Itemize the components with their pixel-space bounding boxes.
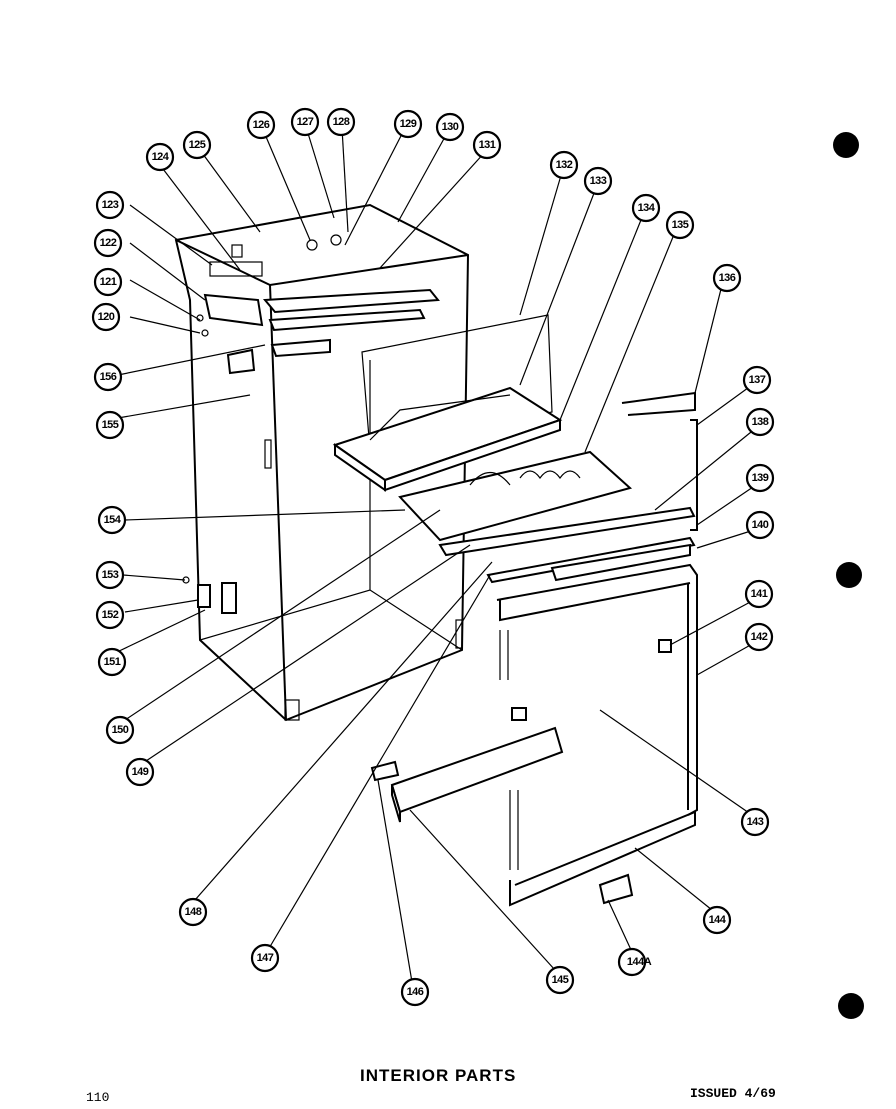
callout-label: 156 <box>100 371 117 383</box>
callout-132: 132 <box>549 150 579 180</box>
callout-155: 155 <box>95 410 125 440</box>
callout-124: 124 <box>145 142 175 172</box>
issued-date: ISSUED 4/69 <box>690 1086 776 1101</box>
callout-label: 130 <box>442 121 459 133</box>
callout-label: 131 <box>479 139 496 151</box>
callout-label: 138 <box>752 416 769 428</box>
page-number: 110 <box>86 1090 110 1105</box>
callout-126: 126 <box>246 110 276 140</box>
callout-142: 142 <box>744 622 774 652</box>
callout-129: 129 <box>393 109 423 139</box>
callout-label: 142 <box>751 631 768 643</box>
callout-label: 140 <box>752 519 769 531</box>
callout-148: 149 <box>125 757 155 787</box>
callout-120: 120 <box>91 302 121 332</box>
callout-147: 147 <box>250 943 280 973</box>
callout-label: 155 <box>102 419 119 431</box>
door-gasket <box>496 391 698 907</box>
leader-lines <box>114 127 757 983</box>
callout-label: 136 <box>719 272 736 284</box>
callout-135: 135 <box>665 210 695 240</box>
callout-label: 148 <box>185 906 202 918</box>
page-title: INTERIOR PARTS <box>360 1066 517 1085</box>
callout-label: 137 <box>749 374 766 386</box>
callout-123: 123 <box>95 190 125 220</box>
callout-143: 143 <box>740 807 770 837</box>
callout-136: 136 <box>712 263 742 293</box>
upper-shelf <box>262 288 440 358</box>
callout-label: 154 <box>104 514 122 526</box>
callout-133: 133 <box>583 166 613 196</box>
callout-146: 146 <box>400 977 430 1007</box>
callout-label: 149 <box>132 766 149 778</box>
callout-154: 154 <box>97 505 127 535</box>
kick-rail <box>390 726 564 823</box>
callout-151: 151 <box>97 647 127 677</box>
callout-label: 126 <box>253 119 270 131</box>
callout-140: 140 <box>745 510 775 540</box>
registration-dot <box>836 562 862 588</box>
callout-label: 143 <box>747 816 764 828</box>
callout-145: 145 <box>545 965 575 995</box>
callout-label: 141 <box>751 588 768 600</box>
callout-139: 139 <box>745 463 775 493</box>
callout-label: 120 <box>98 311 115 323</box>
cabinet-liner <box>174 203 470 722</box>
callout-label: 121 <box>100 276 117 288</box>
callout-label: 134 <box>638 202 656 214</box>
callout-label: 146 <box>407 986 424 998</box>
callout-label: 153 <box>102 569 119 581</box>
drip-tray <box>398 450 633 542</box>
door-parts <box>370 639 672 905</box>
callout-label: 132 <box>556 159 573 171</box>
callout-137: 137 <box>742 365 772 395</box>
callout-128: 128 <box>326 107 356 137</box>
callout-152: 152 <box>95 600 125 630</box>
callout-label: 133 <box>590 175 607 187</box>
callout-label: 128 <box>333 116 350 128</box>
registration-dot <box>833 132 859 158</box>
callout-121: 121 <box>93 267 123 297</box>
evaporator-tray <box>332 386 563 492</box>
callout-144: 144 <box>702 905 732 935</box>
callout-label: 122 <box>100 237 117 249</box>
callout-label: 124 <box>152 151 170 163</box>
control-assembly <box>196 234 342 375</box>
callout-label: 147 <box>257 952 274 964</box>
callout-138: 138 <box>745 407 775 437</box>
divider-bars <box>438 506 696 584</box>
callout-144a: 144A <box>617 947 652 977</box>
callout-label: 127 <box>297 116 314 128</box>
callout-141: 141 <box>744 579 774 609</box>
callout-156: 156 <box>93 362 123 392</box>
callout-150: 150 <box>105 715 135 745</box>
callout-127: 127 <box>290 107 320 137</box>
callout-label: 144A <box>627 956 652 968</box>
callout-label: 129 <box>400 118 417 130</box>
freezer-panel <box>361 314 553 451</box>
callout-label: 135 <box>672 219 689 231</box>
callout-label: 125 <box>189 139 206 151</box>
callout-label: 145 <box>552 974 569 986</box>
callout-label: 123 <box>102 199 119 211</box>
callout-125: 125 <box>182 130 212 160</box>
callout-134: 134 <box>631 193 661 223</box>
side-brackets <box>182 576 237 614</box>
callout-label: 152 <box>102 609 119 621</box>
callout-149: 148 <box>178 897 208 927</box>
callout-130: 130 <box>435 112 465 142</box>
callout-label: 151 <box>104 656 121 668</box>
callout-label: 150 <box>112 724 129 736</box>
callout-label: 144 <box>709 914 727 926</box>
callout-131: 131 <box>472 130 502 160</box>
callout-label: 139 <box>752 472 769 484</box>
callout-122: 122 <box>93 228 123 258</box>
registration-dot <box>838 993 864 1019</box>
callout-153: 153 <box>95 560 125 590</box>
